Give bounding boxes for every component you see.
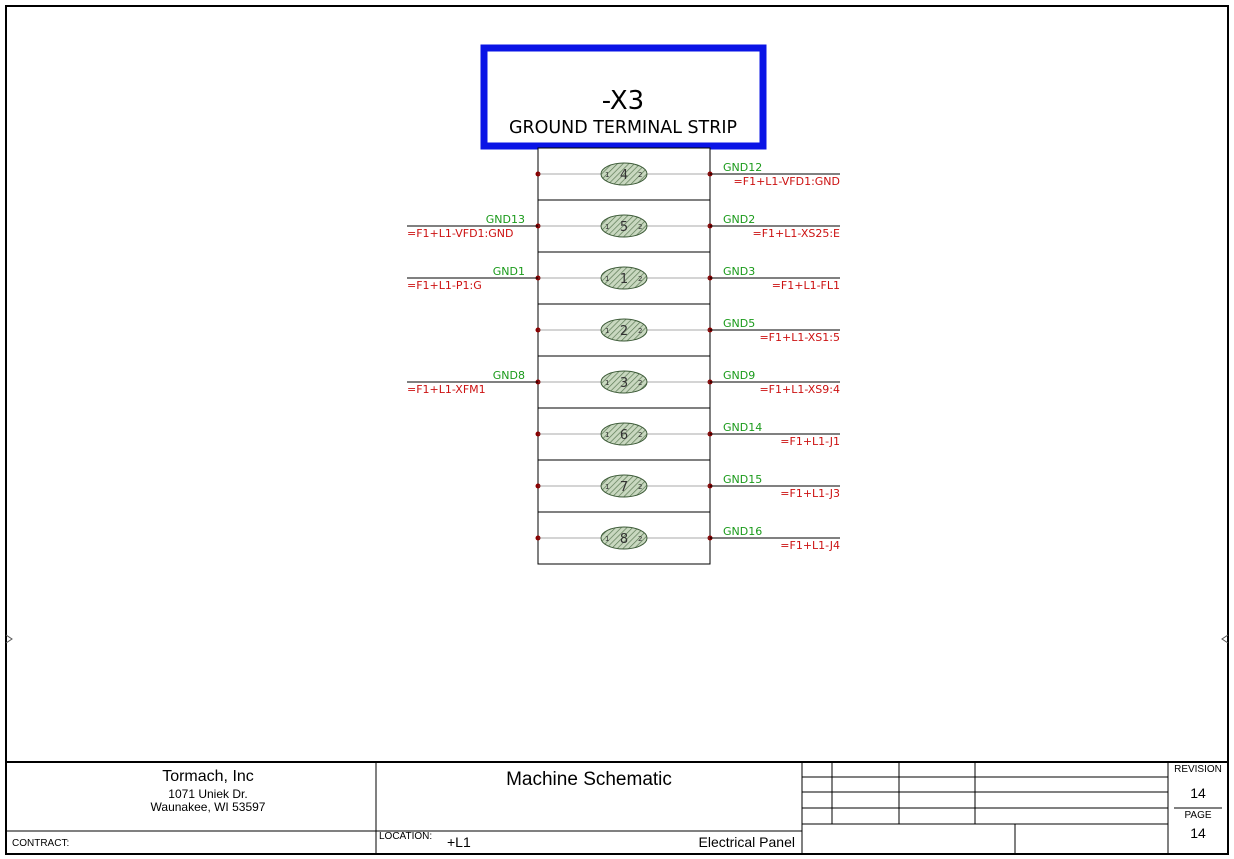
terminal-pin-1-label: 1 bbox=[605, 223, 609, 231]
location-value: +L1 bbox=[447, 834, 471, 850]
ground-terminal-symbol bbox=[600, 422, 648, 446]
left-center-marker bbox=[5, 634, 13, 644]
terminal-row: 1 2 6 GND14 =F1+L1-J1 bbox=[535, 407, 840, 461]
right-wire-destination: =F1+L1-XS1:5 bbox=[759, 331, 840, 344]
location-label: LOCATION: bbox=[379, 831, 432, 842]
company-name: Tormach, Inc bbox=[162, 768, 254, 785]
terminal-pin-2-label: 2 bbox=[638, 535, 642, 543]
terminal-number: 1 bbox=[620, 272, 628, 287]
right-wire-label: GND5 bbox=[723, 317, 755, 330]
strip-title: GROUND TERMINAL STRIP bbox=[509, 117, 737, 138]
terminal-number: 6 bbox=[620, 428, 628, 443]
title-block: Tormach, Inc 1071 Uniek Dr. Waunakee, WI… bbox=[6, 761, 1228, 854]
terminal-pin-2-label: 2 bbox=[638, 275, 642, 283]
terminal-row: 1 2 2 GND5 =F1+L1-XS1:5 bbox=[535, 303, 840, 357]
left-wire-label: GND1 bbox=[493, 265, 525, 278]
left-wire-destination: =F1+L1-P1:G bbox=[407, 279, 482, 292]
ground-terminal-symbol bbox=[600, 474, 648, 498]
right-wire-destination: =F1+L1-J3 bbox=[780, 487, 840, 500]
ground-terminal-symbol bbox=[600, 318, 648, 342]
contract-label: CONTRACT: bbox=[12, 838, 69, 849]
terminal-pin-2-label: 2 bbox=[638, 379, 642, 387]
right-wire-destination: =F1+L1-XS9:4 bbox=[759, 383, 840, 396]
terminal-row: 1 2 1 GND3 =F1+L1-FL1 GND1 =F1+L1-P1:G bbox=[407, 251, 840, 305]
terminal-pin-1-label: 1 bbox=[605, 535, 609, 543]
left-wire-label: GND8 bbox=[493, 369, 525, 382]
right-wire-label: GND15 bbox=[723, 473, 762, 486]
terminal-pin-1-label: 1 bbox=[605, 483, 609, 491]
left-wire-destination: =F1+L1-VFD1:GND bbox=[407, 227, 513, 240]
terminal-pin-2-label: 2 bbox=[638, 223, 642, 231]
ground-terminal-symbol bbox=[600, 214, 648, 238]
terminal-pin-2-label: 2 bbox=[638, 431, 642, 439]
left-wire-label: GND13 bbox=[486, 213, 525, 226]
drawing-title: Machine Schematic bbox=[506, 769, 672, 790]
terminal-row: 1 2 7 GND15 =F1+L1-J3 bbox=[535, 459, 840, 513]
right-wire-destination: =F1+L1-XS25:E bbox=[753, 227, 841, 240]
terminal-pin-2-label: 2 bbox=[638, 171, 642, 179]
terminal-row: 1 2 8 GND16 =F1+L1-J4 bbox=[535, 511, 840, 565]
terminal-number: 4 bbox=[620, 168, 628, 183]
right-wire-destination: =F1+L1-VFD1:GND bbox=[734, 175, 840, 188]
right-center-marker bbox=[1221, 634, 1229, 644]
terminal-pin-1-label: 1 bbox=[605, 171, 609, 179]
revision-value: 14 bbox=[1190, 785, 1206, 801]
right-wire-label: GND14 bbox=[723, 421, 762, 434]
ground-terminal-symbol bbox=[600, 162, 648, 186]
sheet-border bbox=[5, 5, 1229, 855]
ground-terminal-symbol bbox=[600, 526, 648, 550]
page-label: PAGE bbox=[1184, 810, 1211, 821]
page-value: 14 bbox=[1190, 825, 1206, 841]
terminal-number: 8 bbox=[620, 532, 628, 547]
location-description: Electrical Panel bbox=[699, 834, 796, 850]
company-address-line2: Waunakee, WI 53597 bbox=[151, 800, 266, 814]
terminal-pin-1-label: 1 bbox=[605, 275, 609, 283]
terminal-number: 5 bbox=[620, 220, 628, 235]
ground-terminal-symbol bbox=[600, 370, 648, 394]
company-address-line1: 1071 Uniek Dr. bbox=[168, 787, 247, 801]
terminal-pin-1-label: 1 bbox=[605, 327, 609, 335]
right-wire-destination: =F1+L1-J1 bbox=[780, 435, 840, 448]
terminal-row: 1 2 5 GND2=F1+L1-XS25:E GND13=F1+L1-VFD1:GND bbox=[407, 199, 841, 253]
terminal-row: 1 2 3 GND9 =F1+L1-XS9:4 GND8 =F1+L1-XFM1 bbox=[407, 355, 840, 409]
revision-label: REVISION bbox=[1174, 764, 1222, 775]
terminal-pin-1-label: 1 bbox=[605, 431, 609, 439]
right-wire-label: GND12 bbox=[723, 161, 762, 174]
left-wire-destination: =F1+L1-XFM1 bbox=[407, 383, 486, 396]
ground-terminal-symbol bbox=[600, 266, 648, 290]
terminal-number: 3 bbox=[620, 376, 628, 391]
terminal-row: 1 2 4 GND12=F1+L1-VFD1:GND bbox=[535, 147, 840, 201]
right-wire-label: GND9 bbox=[723, 369, 755, 382]
terminal-pin-1-label: 1 bbox=[605, 379, 609, 387]
terminal-pin-2-label: 2 bbox=[638, 483, 642, 491]
right-wire-label: GND16 bbox=[723, 525, 762, 538]
right-wire-destination: =F1+L1-J4 bbox=[780, 539, 840, 552]
right-wire-label: GND2 bbox=[723, 213, 755, 226]
right-wire-destination: =F1+L1-FL1 bbox=[772, 279, 840, 292]
strip-header: -X3 GROUND TERMINAL STRIP bbox=[480, 44, 767, 150]
terminal-number: 7 bbox=[620, 480, 628, 495]
strip-header-box bbox=[480, 44, 767, 150]
terminal-number: 2 bbox=[620, 324, 628, 339]
strip-tag: -X3 bbox=[602, 86, 644, 116]
right-wire-label: GND3 bbox=[723, 265, 755, 278]
terminal-pin-2-label: 2 bbox=[638, 327, 642, 335]
